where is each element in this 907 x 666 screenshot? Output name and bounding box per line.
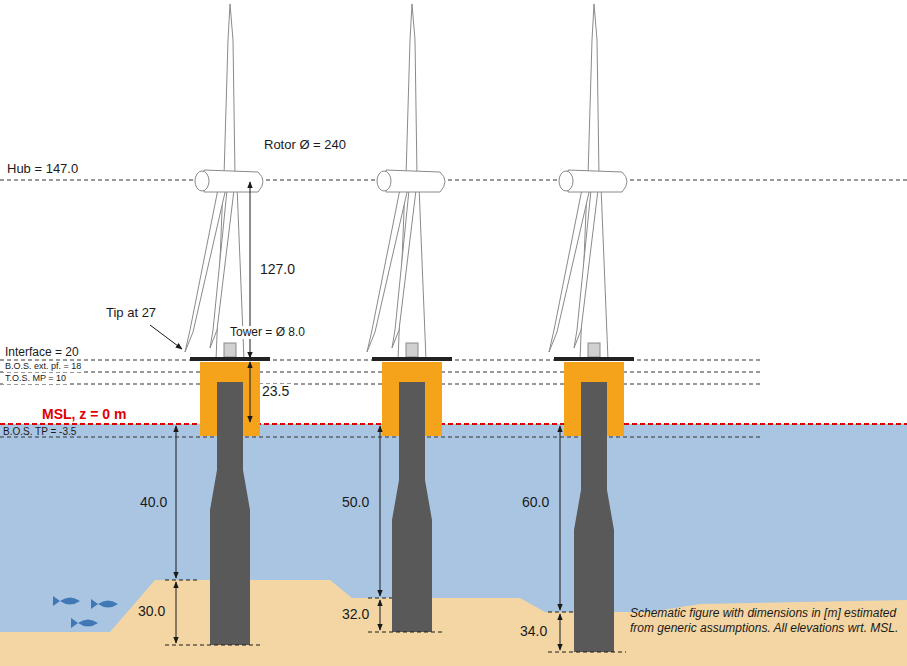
mp-top-line: [0, 384, 760, 385]
tick-line: [548, 612, 574, 613]
dimension-label: 32.0: [342, 607, 369, 622]
platform-line: [0, 372, 760, 373]
tick-line: [368, 598, 392, 599]
dimension-label: 60.0: [520, 495, 551, 510]
tick-lines: [165, 580, 626, 652]
elevation-label: T.O.S. MP = 10: [3, 374, 68, 384]
dimension-label: 23.5: [260, 384, 291, 399]
tick-line: [165, 580, 200, 581]
dimension-label: 34.0: [520, 624, 547, 639]
monopile: [210, 382, 250, 645]
msl-label: MSL, z = 0 m: [40, 407, 128, 422]
msl-line: [0, 423, 907, 425]
rotor-label: Rotor Ø = 240: [262, 138, 348, 152]
hub-line: [0, 180, 907, 181]
dimension-arrow: [380, 600, 381, 630]
dimension-arrow: [560, 614, 561, 650]
tower-label: Tower = Ø 8.0: [228, 326, 307, 339]
fish-group: [53, 596, 118, 628]
turbine: [367, 4, 452, 436]
monopile: [574, 382, 614, 652]
elevation-label: Interface = 20: [3, 346, 81, 359]
dimension-label: 50.0: [340, 495, 371, 510]
dimension-arrow: [380, 426, 381, 596]
elevation-lines: [0, 180, 907, 437]
sea-water: [0, 424, 907, 666]
turbine: [185, 4, 270, 436]
dimension-arrow: [176, 582, 177, 643]
elevation-label: B.O.S. TP = -3.5: [3, 426, 76, 437]
fish: [91, 599, 118, 609]
monopile: [392, 382, 432, 632]
tick-line: [548, 652, 626, 653]
caption-note: Schematic figure with dimensions in [m] …: [630, 606, 900, 636]
fish: [53, 596, 80, 606]
elevation-label: Hub = 147.0: [5, 162, 80, 176]
dimension-arrow: [250, 362, 251, 422]
fish: [71, 618, 98, 628]
elevation-label: B.O.S. ext. pf. = 18: [3, 362, 83, 372]
dimension-label: 127.0: [258, 262, 297, 277]
dimension-label: 40.0: [138, 495, 169, 510]
dimension-lines: [150, 182, 560, 650]
dimension-label: 30.0: [138, 604, 165, 619]
dimension-arrow: [560, 426, 561, 610]
leader-arrow: [150, 325, 182, 349]
turbine: [549, 4, 634, 436]
callout-label: Tip at 27: [104, 306, 158, 320]
dimension-arrow: [176, 426, 177, 578]
tick-line: [165, 645, 262, 646]
tick-line: [368, 632, 444, 633]
seabed: [0, 580, 907, 666]
